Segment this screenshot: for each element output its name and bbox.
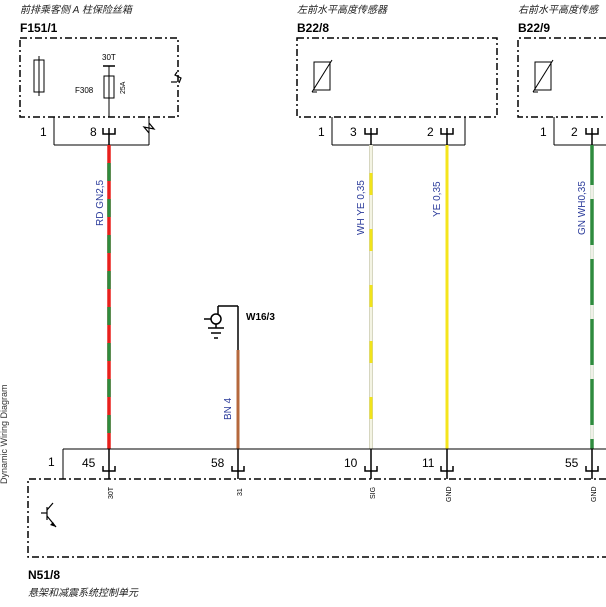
component-f151[interactable]: 前排乘客侧 A 柱保险丝箱 F151/1 30T F308 25A bbox=[19, 4, 182, 118]
n51-pin-function: SIG bbox=[370, 487, 377, 499]
wire-label: YE 0,35 bbox=[432, 181, 443, 217]
wire-rd-gn[interactable]: RD GN2,5 bbox=[95, 145, 111, 449]
break-symbol-icon bbox=[174, 71, 182, 84]
b22-9-caption: 右前水平高度传感 bbox=[518, 4, 600, 16]
wire-bn[interactable]: BN 4 bbox=[223, 350, 240, 449]
connector-icon bbox=[585, 449, 599, 479]
ground-icon bbox=[210, 313, 222, 325]
ground-w16-3[interactable]: W16/3 bbox=[204, 305, 275, 350]
n51-pin-function: 31 bbox=[237, 488, 244, 496]
wire-label: BN 4 bbox=[223, 397, 234, 420]
n51-header: 1 45 58 10 11 55 bbox=[48, 448, 606, 479]
connector-icon bbox=[102, 449, 116, 479]
wire-wh-ye[interactable]: WH YE 0,35 bbox=[356, 145, 373, 449]
connector-icon bbox=[440, 128, 454, 145]
connector-icon bbox=[585, 128, 599, 145]
b22-8-pin-2: 2 bbox=[427, 125, 434, 139]
b22-8-pin-area: 1 3 2 bbox=[318, 117, 466, 146]
f151-id: F151/1 bbox=[20, 21, 58, 35]
transistor-icon bbox=[41, 502, 57, 528]
b22-9-pin-1: 1 bbox=[540, 125, 547, 139]
component-b22-8[interactable]: 左前水平高度传感器 B22/8 bbox=[296, 4, 498, 118]
b22-9-box bbox=[517, 37, 606, 118]
f151-box bbox=[19, 37, 179, 118]
connector-icon bbox=[231, 449, 245, 479]
connector-icon bbox=[364, 128, 378, 145]
n51-caption: 悬架和减震系统控制单元 bbox=[28, 587, 139, 599]
sensor-resistor-icon bbox=[311, 59, 333, 93]
wire-gn-wh[interactable]: GN WH0,35 bbox=[577, 145, 594, 449]
wire-label: RD GN2,5 bbox=[95, 179, 106, 226]
n51-pin-function: 30T bbox=[108, 486, 115, 499]
b22-9-pin-area: 1 2 bbox=[540, 117, 606, 146]
n51-pin-function: GND bbox=[591, 486, 598, 502]
b22-8-pin-3: 3 bbox=[350, 125, 357, 139]
fuse-id-label: F308 bbox=[75, 86, 94, 95]
ground-id: W16/3 bbox=[246, 312, 275, 323]
wire-label: WH YE 0,35 bbox=[356, 180, 367, 235]
n51-pin-55: 55 bbox=[565, 456, 579, 470]
b22-9-id: B22/9 bbox=[518, 21, 550, 35]
f151-caption: 前排乘客侧 A 柱保险丝箱 bbox=[20, 4, 134, 16]
fuse-glyph-icon bbox=[33, 56, 45, 96]
wire-label: GN WH0,35 bbox=[577, 181, 588, 235]
n51-pin-11: 11 bbox=[422, 456, 435, 470]
component-n51[interactable]: 30T 31 SIG GND GND N51/8 悬架和减震系统控制单元 bbox=[27, 478, 606, 599]
f151-pin-area: 1 8 bbox=[40, 117, 156, 146]
component-b22-9[interactable]: 右前水平高度传感 B22/9 bbox=[517, 4, 606, 118]
fuse-terminal-label: 30T bbox=[102, 53, 116, 62]
n51-id: N51/8 bbox=[28, 568, 60, 582]
n51-pin-58: 58 bbox=[211, 456, 225, 470]
n51-pin-45: 45 bbox=[82, 456, 96, 470]
fuse-f308 bbox=[103, 65, 115, 117]
connector-icon bbox=[364, 449, 378, 479]
b22-9-pin-2: 2 bbox=[571, 125, 578, 139]
b22-8-box bbox=[296, 37, 498, 118]
wire-ye[interactable]: YE 0,35 bbox=[432, 145, 449, 449]
f151-pin-1: 1 bbox=[40, 125, 47, 139]
n51-pin-10: 10 bbox=[344, 456, 358, 470]
side-label: Dynamic Wiring Diagram bbox=[0, 384, 9, 484]
n51-pin-1: 1 bbox=[48, 455, 55, 469]
n51-box bbox=[27, 478, 606, 558]
connector-icon bbox=[440, 449, 454, 479]
connector-icon bbox=[102, 128, 116, 145]
b22-8-id: B22/8 bbox=[297, 21, 329, 35]
n51-pin-function: GND bbox=[446, 486, 453, 502]
fuse-rating-label: 25A bbox=[120, 81, 127, 94]
b22-8-caption: 左前水平高度传感器 bbox=[297, 4, 388, 16]
f151-pin-8: 8 bbox=[90, 125, 97, 139]
sensor-resistor-icon bbox=[532, 59, 554, 93]
b22-8-pin-1: 1 bbox=[318, 125, 325, 139]
